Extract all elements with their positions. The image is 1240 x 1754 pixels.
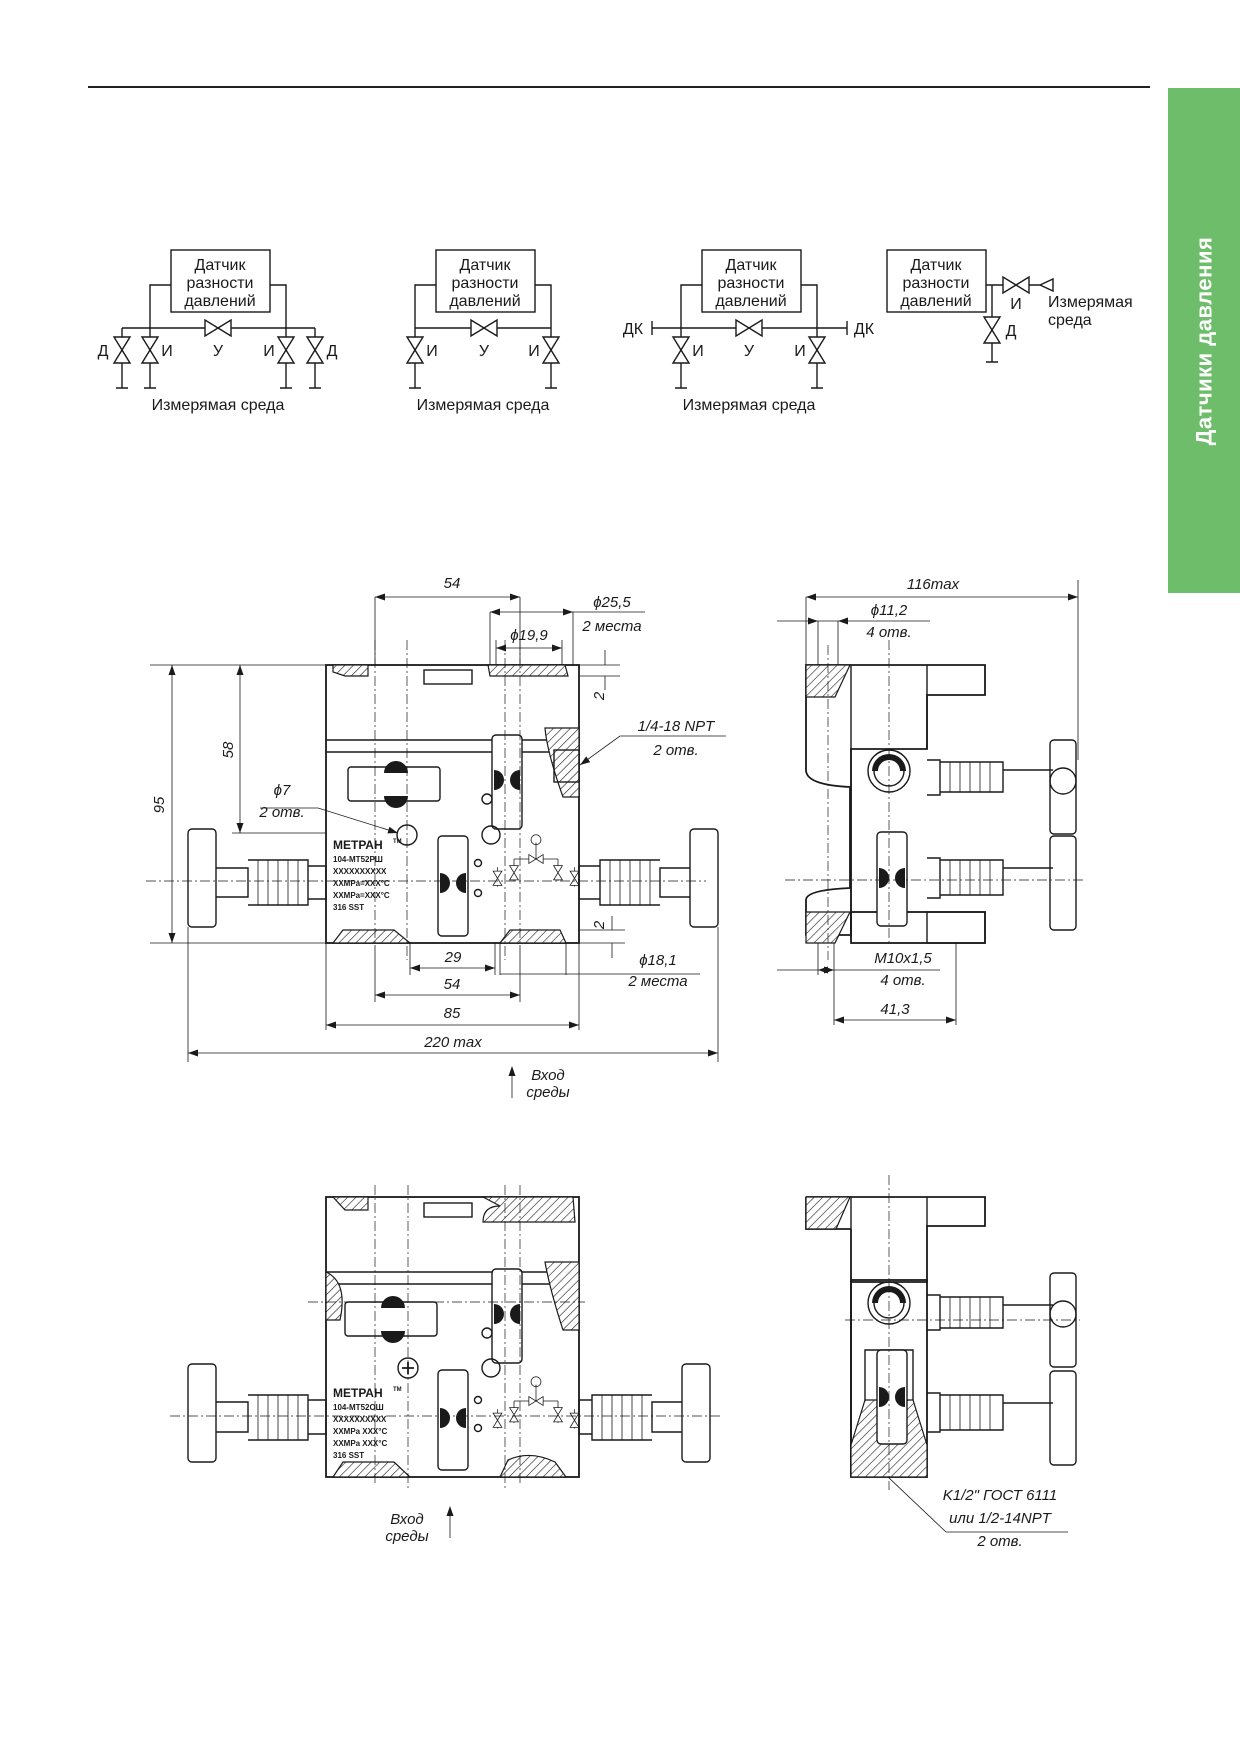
thread-note-1: K1/2" ГОСТ 6111 (943, 1487, 1058, 1504)
valve-label: Д (98, 343, 109, 360)
side-view-bottom: K1/2" ГОСТ 6111 или 1/2-14NPT 2 отв. (805, 1175, 1080, 1550)
dim-116: 116max (907, 576, 960, 593)
valve-label: ДК (854, 321, 875, 338)
dim-d11-2-note: 4 отв. (866, 624, 911, 641)
inlet-label-2: среды (385, 1528, 428, 1545)
plate-line: 104-МТ52РШ (333, 855, 383, 864)
plate-line: XXМРа=XXX°С (333, 891, 390, 900)
dim-41-3: 41,3 (880, 1001, 910, 1018)
valve-label: И (528, 343, 540, 360)
plate-line: XXМРа=XXX°С (333, 879, 390, 888)
dim-85: 85 (444, 1005, 461, 1022)
inlet-label-2: среды (526, 1084, 569, 1101)
dim-220: 220 max (423, 1034, 482, 1051)
plate-line: XXМРа XXX°С (333, 1427, 387, 1436)
dim-d18-1-note: 2 места (627, 973, 687, 990)
sensor-label-3: давлений (715, 293, 786, 310)
sensor-label-3: давлений (900, 293, 971, 310)
sensor-box (886, 249, 987, 313)
dim-d25-5: ϕ25,5 (593, 594, 631, 611)
sensor-label-2: разности (903, 275, 970, 292)
inlet-label-1: Вход (390, 1511, 423, 1528)
thread-note-3: 2 отв. (976, 1533, 1022, 1550)
dim-npt: 1/4-18 NPT (638, 718, 717, 735)
medium-label: Измерямая среда (417, 397, 550, 414)
valve-label: И (161, 343, 173, 360)
plate-tm: TM (393, 1387, 402, 1393)
dim-2-bottom: 2 (591, 920, 608, 930)
front-view-top: МЕТРАН TM 104-МТ52РШ XXXXXXXXXX XXМРа=XX… (146, 575, 726, 1101)
sensor-box (170, 249, 271, 313)
scheme-five-valve: Датчик разности давлений Д И У И Д Измер… (98, 249, 338, 414)
dim-m10: M10x1,5 (874, 950, 932, 967)
valve-label: У (213, 343, 224, 360)
sensor-label-1: Датчик (460, 257, 512, 274)
plate-line: XXXXXXXXXX (333, 867, 387, 876)
sensor-label-1: Датчик (726, 257, 778, 274)
plate-brand: МЕТРАН (333, 838, 383, 852)
sensor-label-1: Датчик (911, 257, 963, 274)
thread-note-2: или 1/2-14NPT (949, 1510, 1053, 1527)
valve-label: И (1010, 296, 1022, 313)
dim-58: 58 (220, 741, 237, 758)
valve-label: Д (327, 343, 338, 360)
valve-label: ДК (623, 321, 644, 338)
dim-d19-9: ϕ19,9 (510, 627, 548, 644)
inlet-label-1: Вход (531, 1067, 564, 1084)
dim-54-top: 54 (444, 575, 461, 592)
valve-label: Д (1006, 323, 1017, 340)
sensor-label-1: Датчик (195, 257, 247, 274)
dim-d11-2: ϕ11,2 (871, 602, 908, 619)
valve-label: И (263, 343, 275, 360)
medium-label: Измерямая (1048, 294, 1133, 311)
valve-label: И (692, 343, 704, 360)
dim-d7-note: 2 отв. (258, 804, 304, 821)
medium-label: Измерямая среда (152, 397, 285, 414)
dim-m10-note: 4 отв. (880, 972, 925, 989)
plate-line: 316 SST (333, 903, 364, 912)
plate-line: XXМРа XXX°С (333, 1439, 387, 1448)
header-rule (88, 86, 1150, 88)
sensor-box (701, 249, 802, 313)
manifold-body (325, 664, 580, 944)
sensor-label-2: разности (718, 275, 785, 292)
sensor-label-3: давлений (184, 293, 255, 310)
scheme-two-valve: Датчик разности давлений И Д Измерямая с… (886, 249, 1133, 363)
dim-d18-1: ϕ18,1 (639, 952, 677, 969)
side-view-top: 116max ϕ11,2 4 отв. M10x1,5 4 отв. 41,3 (777, 576, 1085, 1025)
plate-line: XXXXXXXXXX (333, 1415, 387, 1424)
valve-label: И (794, 343, 806, 360)
sensor-label-2: разности (187, 275, 254, 292)
plate-tm: TM (393, 839, 402, 845)
dim-95: 95 (151, 796, 168, 813)
medium-label: Измерямая среда (683, 397, 816, 414)
valve-label: У (479, 343, 490, 360)
plate-brand: МЕТРАН (333, 1386, 383, 1400)
medium-label: среда (1048, 312, 1092, 329)
plate-line: 104-МТ52ОШ (333, 1403, 384, 1412)
valve-label: У (744, 343, 755, 360)
dim-2-top: 2 (591, 691, 608, 701)
sensor-box (435, 249, 536, 313)
scheme-three-valve-drain: Датчик разности давлений ДК И У И ДК Изм… (623, 249, 875, 414)
dim-d7: ϕ7 (274, 782, 291, 799)
plate-line: 316 SST (333, 1451, 364, 1460)
dim-54-bottom: 54 (444, 976, 461, 993)
section-tab: Датчики давления (1168, 88, 1240, 593)
sensor-label-2: разности (452, 275, 519, 292)
front-view-bottom: МЕТРАН TM 104-МТ52ОШ XXXXXXXXXX XXМРа XX… (170, 1185, 720, 1545)
scheme-three-valve: Датчик разности давлений И У И Измерямая… (406, 249, 560, 414)
dim-29: 29 (444, 949, 462, 966)
sensor-label-3: давлений (449, 293, 520, 310)
dim-npt-note: 2 отв. (652, 742, 698, 759)
valve-label: И (426, 343, 438, 360)
dim-d25-5-note: 2 места (581, 618, 641, 635)
